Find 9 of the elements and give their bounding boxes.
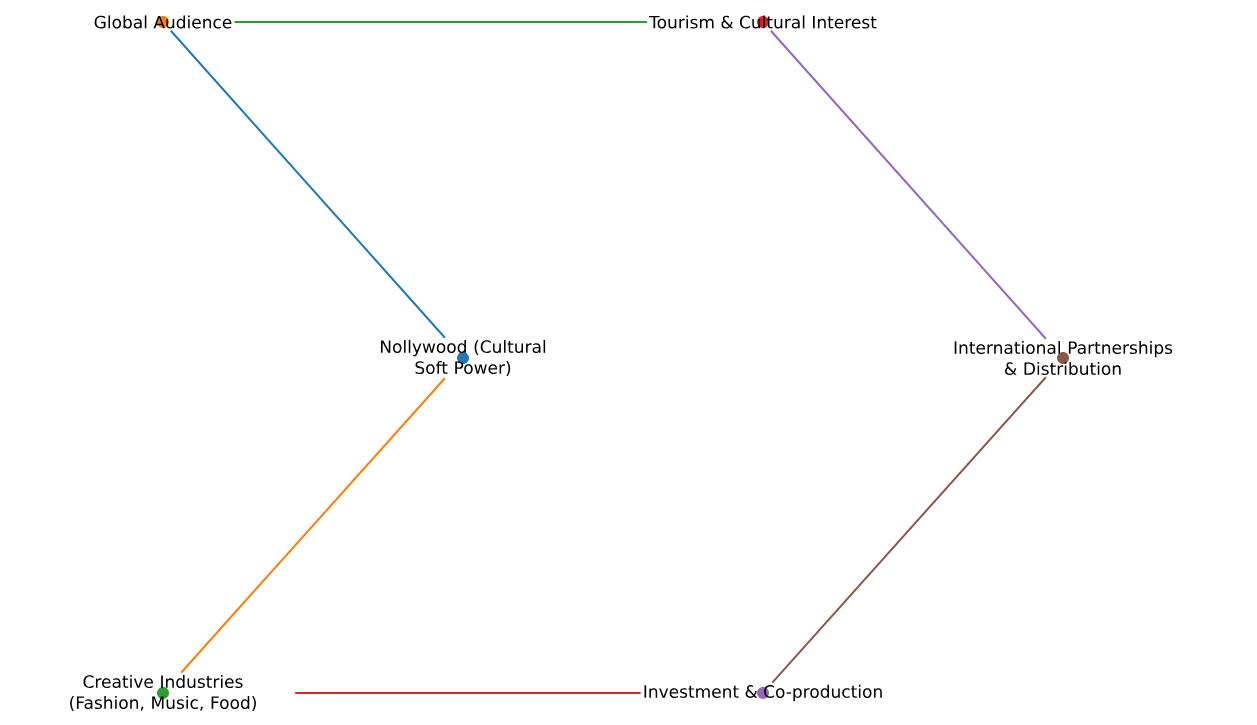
node-label: Creative Industries (Fashion, Music, Food) bbox=[70, 674, 256, 712]
connector-line bbox=[180, 377, 446, 674]
node-label: Nollywood (Cultural Soft Power) bbox=[381, 339, 546, 377]
node-label: International Partnerships & Distribution bbox=[954, 340, 1173, 376]
connector-line bbox=[769, 29, 1047, 340]
connector-line bbox=[169, 29, 446, 339]
connector-line bbox=[771, 376, 1047, 684]
connector-line bbox=[294, 692, 642, 694]
connector-line bbox=[233, 21, 648, 23]
